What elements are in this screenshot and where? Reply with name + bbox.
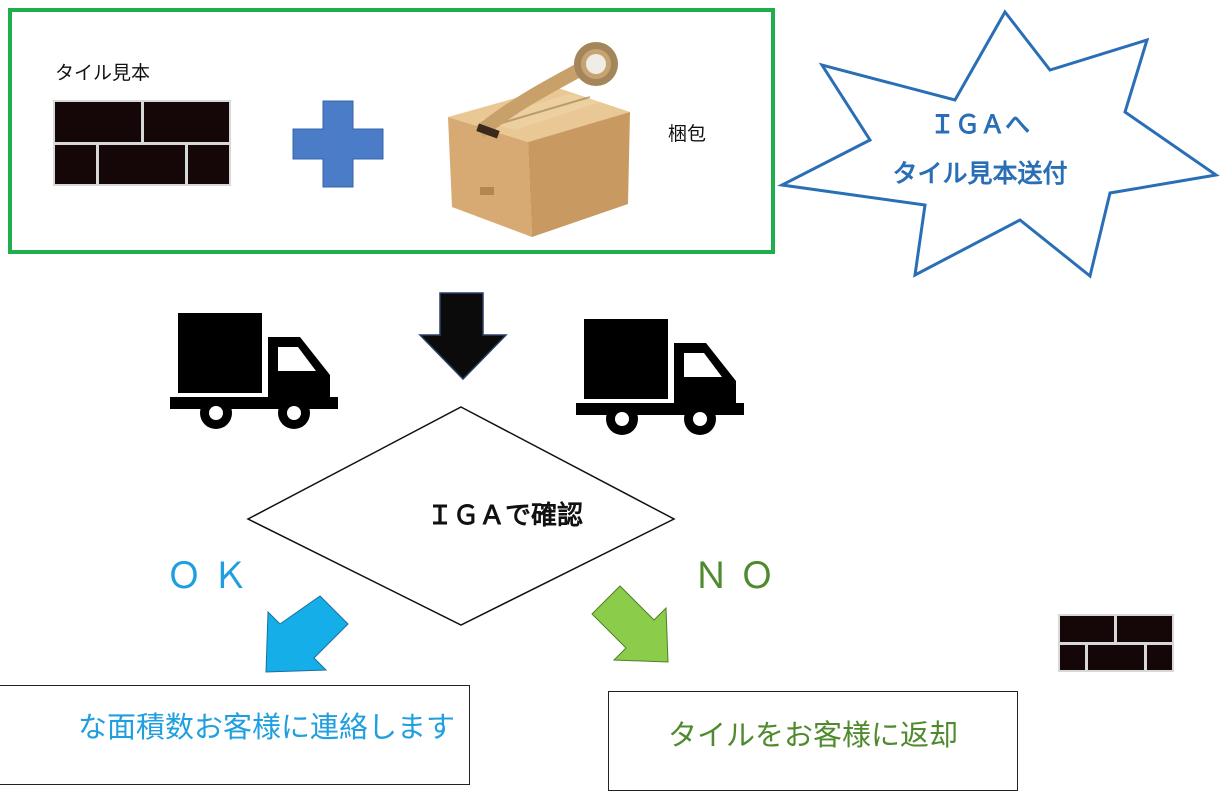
decision-label: ＩＧＡで確認 [426, 501, 583, 531]
tile-sample-icon [53, 100, 231, 186]
no-branch-label: ＮＯ [693, 556, 786, 597]
ok-arrow-icon [265, 595, 349, 673]
ok-branch-label: ＯＫ [166, 556, 259, 597]
cardboard-box-icon [448, 42, 630, 237]
no-outcome-box: タイルをお客様に返却 [608, 691, 1018, 791]
tile-sample-label: タイル見本 [55, 62, 151, 84]
burst-text: ＩＧＡへ タイル見本送付 [830, 100, 1130, 198]
no-arrow-icon [591, 585, 669, 663]
truck-icon-right [576, 319, 744, 435]
decision-diamond [246, 406, 676, 626]
plus-icon [292, 100, 384, 188]
sample-packing-panel [8, 8, 775, 254]
star-burst-callout [777, 9, 1220, 279]
ok-outcome-box: な面積数お客様に連絡します [0, 685, 470, 785]
truck-icon-left [170, 313, 338, 429]
no-outcome-text: タイルをお客様に返却 [667, 718, 958, 752]
burst-line-2: タイル見本送付 [892, 159, 1068, 188]
ok-outcome-text: な面積数お客様に連絡します [77, 710, 455, 744]
packing-label: 梱包 [668, 123, 707, 145]
burst-line-1: ＩＧＡへ [929, 110, 1030, 139]
down-arrow-icon [418, 292, 508, 381]
tile-sample-small-icon [1058, 614, 1174, 672]
